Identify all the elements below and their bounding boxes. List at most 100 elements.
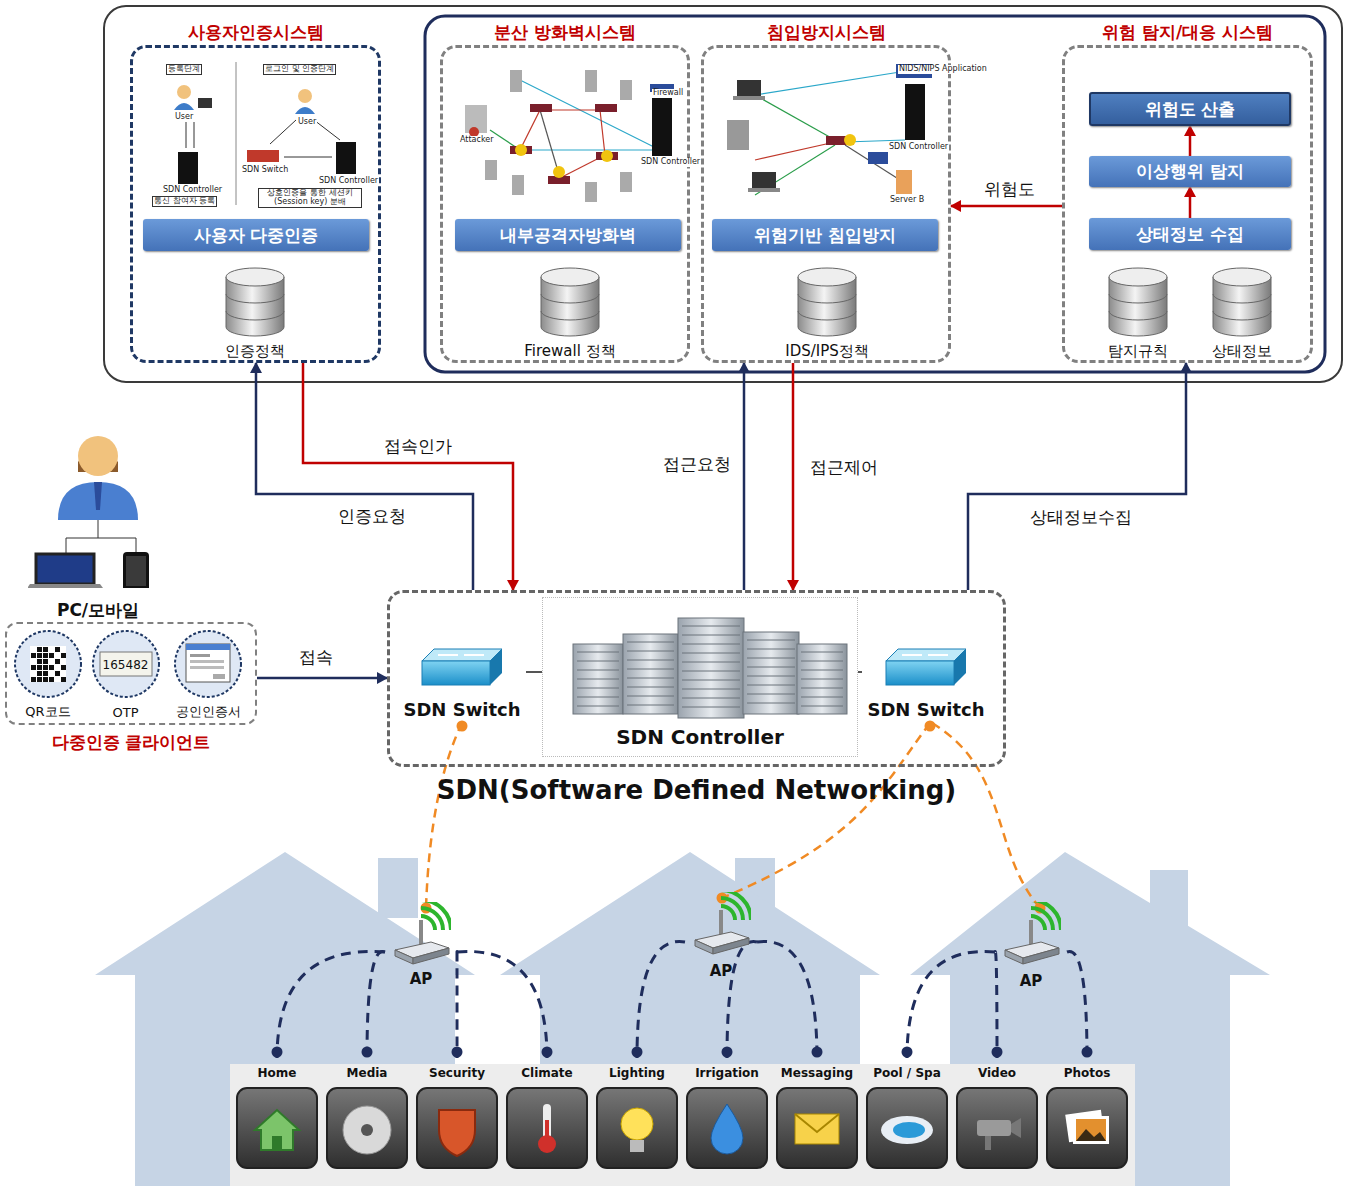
- houses: [95, 852, 1270, 1186]
- illustration-label: 로그인 및 인증단계: [263, 64, 336, 75]
- text-slot: AP: [385, 968, 457, 990]
- text-slot: 사용자인증시스템: [93, 18, 418, 46]
- connector-dot: [925, 721, 936, 732]
- icon-node: Home: [232, 1058, 322, 1176]
- label-text: Video: [978, 1066, 1016, 1080]
- label-text: Messaging: [781, 1066, 853, 1080]
- connector: [526, 671, 542, 673]
- ap-node: AP: [995, 900, 1067, 992]
- app-icon: [415, 1086, 499, 1172]
- edge-label: 인증요청: [334, 505, 410, 528]
- ap-icon: [1001, 902, 1061, 968]
- connector: [932, 723, 1040, 908]
- user-node: PC/모바일: [28, 420, 168, 616]
- user-figure: [28, 420, 168, 588]
- switch-node: SDN Switch: [862, 643, 990, 723]
- label-text: 위험기반 침입방지: [754, 224, 896, 247]
- text-slot: 분산 방화벽시스템: [403, 18, 727, 46]
- bar-node: 내부공격자방화벽: [455, 219, 681, 251]
- label-text: 165482: [103, 658, 149, 672]
- illustration-label: SDN Controller: [162, 186, 223, 195]
- illustration-label: Server B: [889, 196, 925, 205]
- text-slot: Home: [228, 1064, 326, 1082]
- label-text: AP: [1020, 972, 1043, 990]
- illustration-label: NIDS/NIPS Application: [898, 65, 988, 74]
- text-slot: Photos: [1038, 1064, 1136, 1082]
- connector: [303, 363, 513, 590]
- illustration-label: Attacker: [459, 136, 494, 145]
- server-rack: [553, 604, 853, 722]
- auth-illustration: [146, 58, 370, 210]
- label-text: 위험도 산출: [1145, 98, 1236, 121]
- label-text: Firewall 정책: [524, 342, 615, 361]
- text-slot: Video: [948, 1064, 1046, 1082]
- edge-label: 접속: [295, 646, 337, 669]
- icon-node: Pool / Spa: [862, 1058, 952, 1176]
- connector-dot: [452, 1047, 463, 1058]
- illustration-label: 통신 참여자 등록: [152, 196, 217, 207]
- label-text: AP: [410, 970, 433, 988]
- connector-dot: [362, 1047, 373, 1058]
- db-node: IDS/IPS정책: [772, 265, 882, 362]
- text-slot: SDN Switch: [388, 695, 536, 723]
- illustration-label: User: [297, 118, 317, 127]
- illustration-label: 등록단계: [166, 64, 202, 75]
- label-text: 이상행위 탐지: [1136, 160, 1244, 183]
- connector-dot: [812, 1047, 823, 1058]
- connector: [457, 951, 547, 1058]
- label-text: SDN Switch: [403, 699, 520, 720]
- connector: [995, 951, 997, 1058]
- app-icon: [325, 1086, 409, 1172]
- label-text: 상태정보: [1212, 342, 1272, 361]
- label-text: Photos: [1064, 1066, 1111, 1080]
- connector: [456, 951, 459, 1058]
- icon-node: Climate: [502, 1058, 592, 1176]
- connector: [727, 942, 757, 1058]
- icon-band: [230, 1064, 1135, 1186]
- label-text: IDS/IPS정책: [785, 342, 869, 361]
- rbar1-node: 위험도 산출: [1089, 92, 1291, 126]
- ips-illustration: [718, 62, 936, 210]
- label-text: PC/모바일: [57, 599, 139, 622]
- connector: [257, 677, 387, 680]
- connector: [743, 363, 746, 590]
- label-text: Media: [347, 1066, 388, 1080]
- auth-circle: [13, 628, 83, 700]
- database-icon: [539, 267, 601, 339]
- circle-node: QR코드: [8, 626, 88, 722]
- label-text: 인증정책: [225, 342, 285, 361]
- edge-label: 접속인가: [380, 435, 456, 458]
- ctrl-node: SDN Controller: [542, 597, 858, 757]
- circle-node: 165482OTP: [88, 626, 163, 722]
- connector: [637, 942, 685, 1058]
- icon-node: Photos: [1042, 1058, 1132, 1176]
- icon-node: Video: [952, 1058, 1042, 1176]
- connector: [367, 951, 385, 1058]
- text-slot: SDN Controller: [543, 722, 857, 752]
- label-text: 사용자 다중인증: [194, 224, 319, 247]
- label-text: Irrigation: [695, 1066, 759, 1080]
- sdn-node: SDN(Software Defined Networking)SDN Swit…: [387, 590, 1006, 767]
- illustration-label: SDN Controller: [318, 177, 379, 186]
- icon-node: Security: [412, 1058, 502, 1176]
- text-slot: 위험 탐지/대응 시스템: [1025, 18, 1347, 46]
- text-slot: 165482: [88, 654, 163, 676]
- label-text: SDN Switch: [867, 699, 984, 720]
- text-slot: AP: [995, 970, 1067, 992]
- text-slot: IDS/IPS정책: [752, 340, 902, 362]
- text-slot: 다중인증 클라이언트: [0, 729, 275, 755]
- edge-label: 상태정보수집: [1026, 506, 1136, 529]
- icon-node: Messaging: [772, 1058, 862, 1176]
- inner-panel: [425, 16, 1325, 372]
- text-slot: 상태정보: [1183, 340, 1301, 362]
- connector: [1189, 126, 1192, 156]
- ap-node: AP: [685, 890, 757, 982]
- label-text: Pool / Spa: [873, 1066, 940, 1080]
- connector: [757, 942, 817, 1058]
- icon-node: Media: [322, 1058, 412, 1176]
- app-icon: [865, 1086, 949, 1172]
- auth-circle: [173, 628, 243, 700]
- text-slot: 공인인증서: [157, 702, 259, 722]
- app-icon: [1045, 1086, 1129, 1172]
- label-text: 분산 방화벽시스템: [488, 21, 642, 44]
